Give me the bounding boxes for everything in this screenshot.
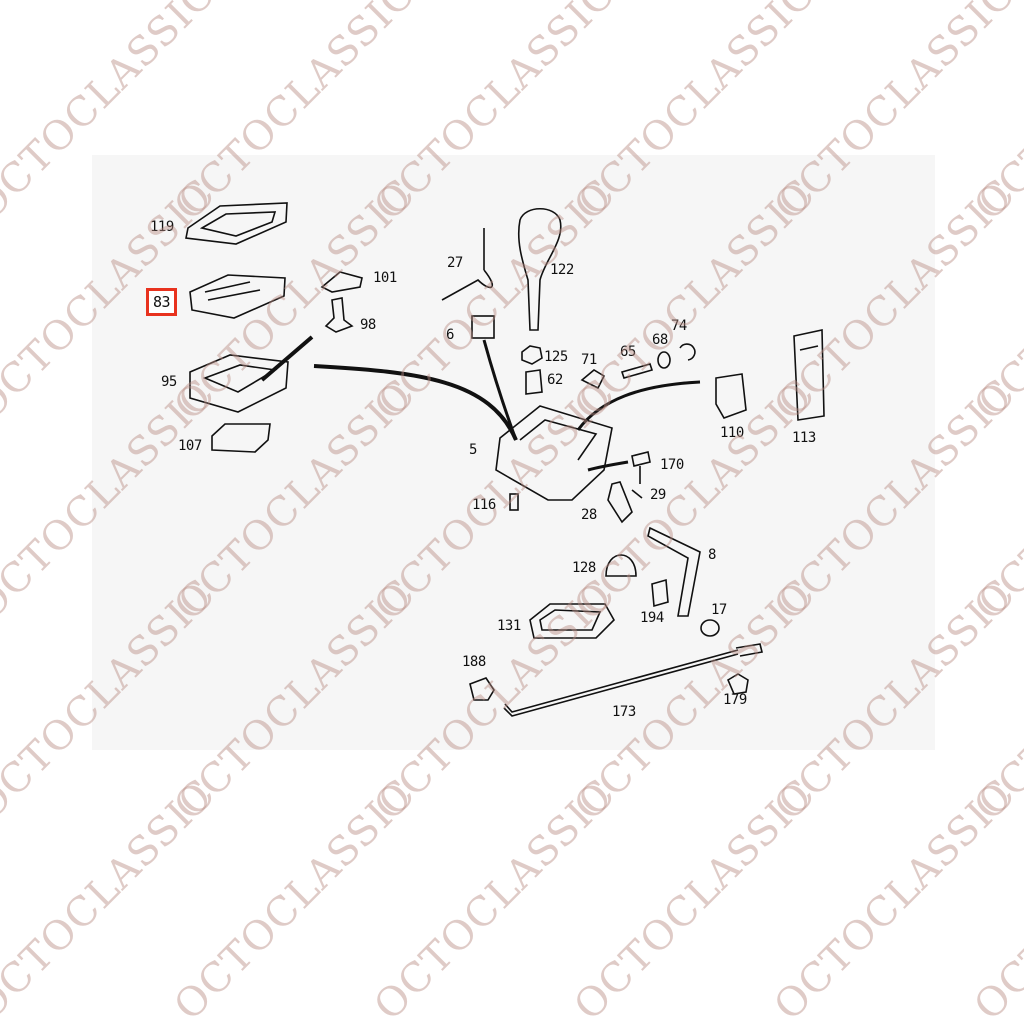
part-label-119[interactable]: 119: [150, 219, 174, 235]
part-74-clip[interactable]: [679, 343, 696, 361]
part-label-74[interactable]: 74: [671, 318, 687, 334]
part-125-nut[interactable]: [521, 345, 543, 365]
part-95-frame[interactable]: [189, 354, 289, 413]
part-label-28[interactable]: 28: [581, 507, 597, 523]
part-label-110[interactable]: 110: [720, 425, 744, 441]
part-27-cable[interactable]: [441, 228, 494, 301]
part-179-nut[interactable]: [726, 673, 749, 695]
part-label-170[interactable]: 170: [660, 457, 684, 473]
part-label-113[interactable]: 113: [792, 430, 816, 446]
part-119-bezel[interactable]: [185, 202, 288, 245]
part-label-188[interactable]: 188: [462, 654, 486, 670]
part-5-housing[interactable]: [495, 405, 613, 501]
part-label-179[interactable]: 179: [723, 692, 747, 708]
part-label-29[interactable]: 29: [650, 487, 666, 503]
part-128-boot[interactable]: [605, 554, 637, 577]
arrow: [587, 460, 629, 472]
part-label-65[interactable]: 65: [620, 344, 636, 360]
part-98-holder[interactable]: [324, 297, 354, 333]
part-62-bracket[interactable]: [525, 369, 543, 395]
part-71-spring[interactable]: [580, 369, 606, 390]
part-label-6[interactable]: 6: [446, 327, 454, 343]
part-label-116[interactable]: 116: [472, 497, 496, 513]
part-83-cover[interactable]: [189, 274, 286, 319]
diagram-area: [92, 155, 935, 750]
part-68-bushing[interactable]: [657, 351, 671, 369]
part-label-131[interactable]: 131: [497, 618, 521, 634]
part-label-101[interactable]: 101: [373, 270, 397, 286]
part-label-107[interactable]: 107: [178, 438, 202, 454]
part-label-125[interactable]: 125: [544, 349, 568, 365]
part-8-lever[interactable]: [647, 526, 701, 617]
part-173-rod[interactable]: [503, 643, 763, 717]
part-17-bushing[interactable]: [700, 619, 720, 637]
arrow: [482, 339, 518, 441]
part-label-83-selected[interactable]: 83: [146, 288, 178, 316]
part-29-pin[interactable]: [631, 489, 643, 499]
part-170-bolt[interactable]: [631, 451, 651, 484]
part-116-clip[interactable]: [509, 493, 519, 511]
part-label-98[interactable]: 98: [360, 317, 376, 333]
part-label-68[interactable]: 68: [652, 332, 668, 348]
part-110-switch[interactable]: [715, 373, 747, 419]
part-28-lever[interactable]: [607, 481, 633, 524]
part-122-knob[interactable]: [517, 207, 562, 331]
part-label-62[interactable]: 62: [547, 372, 563, 388]
arrow: [260, 335, 314, 382]
part-188-bushing[interactable]: [469, 677, 495, 701]
part-101-clip[interactable]: [320, 271, 363, 293]
part-6-clip[interactable]: [471, 315, 495, 339]
part-label-128[interactable]: 128: [572, 560, 596, 576]
part-label-5[interactable]: 5: [469, 442, 477, 458]
part-107-seal[interactable]: [211, 423, 271, 453]
part-131-seal[interactable]: [529, 603, 615, 639]
part-label-71[interactable]: 71: [581, 352, 597, 368]
part-label-8[interactable]: 8: [708, 547, 716, 563]
part-label-194[interactable]: 194: [640, 610, 664, 626]
parts-drawing: [185, 202, 825, 717]
part-label-95[interactable]: 95: [161, 374, 177, 390]
part-65-pin[interactable]: [620, 363, 654, 379]
arrow: [313, 364, 518, 441]
part-label-173[interactable]: 173: [612, 704, 636, 720]
part-label-27[interactable]: 27: [447, 255, 463, 271]
part-113-module[interactable]: [793, 329, 825, 421]
part-label-17[interactable]: 17: [711, 602, 727, 618]
part-194-clip[interactable]: [651, 578, 669, 608]
part-label-122[interactable]: 122: [550, 262, 574, 278]
